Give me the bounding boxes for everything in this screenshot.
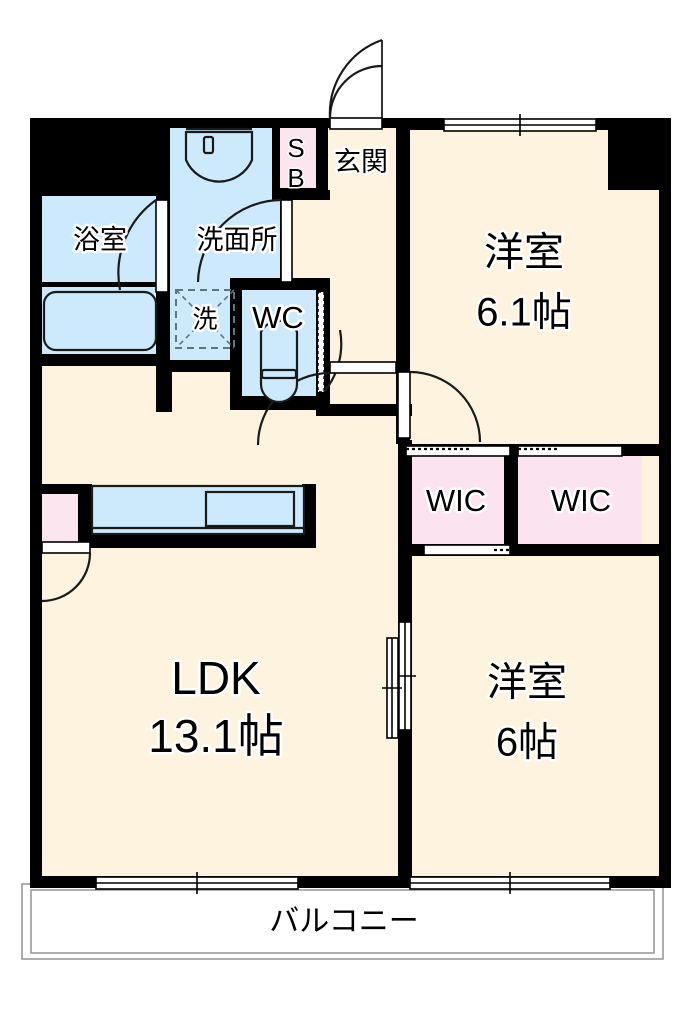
wic-right-opening [518,545,568,555]
wall-top-right-2 [596,118,671,130]
label-ldk-name: LDK [171,652,261,704]
washing-machine-space-icon [175,289,235,349]
label-ldk-area: 13.1帖 [148,710,284,762]
label-bedroom-bottom-area: 6帖 [496,721,558,765]
closet-areas [36,128,642,545]
wall-storage-top [36,484,92,494]
ldk-storage-door[interactable] [41,541,92,603]
wall-wic-middle [504,450,518,550]
bathtub-icon [42,290,158,352]
balcony-area [21,883,664,960]
wall-wc-left [230,278,242,408]
wic-left-opening[interactable] [423,544,566,556]
wall-entrance-right [382,118,400,128]
wall-entry-step [280,190,330,200]
wall-kitchen-front [78,534,316,548]
balcony-inner [30,889,655,954]
window-bedroom-bottom-left-side [394,621,416,731]
window-ldk-balcony[interactable] [95,872,299,894]
entrance-door[interactable] [328,38,383,130]
label-balcony: バルコニー [269,905,418,938]
wall-right-exterior [659,118,671,888]
label-toilet: WC [252,300,304,335]
label-bathroom: 浴室 [73,225,127,255]
wic-right-door[interactable] [517,445,623,457]
wall-bath-tub-divider [36,282,156,287]
shoebox-fill [280,128,316,190]
wall-top-washroom [170,118,280,128]
label-entrance: 玄関 [334,147,388,177]
bedroom-top-door[interactable] [397,370,482,443]
wall-top-left-block [30,118,170,196]
washbasin-icon [184,127,254,183]
room-labels: 浴室 洗面所 洗 WC S B 玄関 洋室 6.1帖 WIC WIC LDK 1… [71,131,614,938]
doors [41,198,482,603]
wall-hall-bottom-right [316,404,412,416]
wall-top-shoebox [280,118,320,128]
label-wic-right: WIC [551,483,611,518]
wall-shoebox-left [272,118,280,198]
wall-hall-right [396,118,410,444]
wic-right-fill [518,455,642,545]
label-wic-left: WIC [426,483,486,518]
label-shoebox-s: S [287,133,304,163]
wall-kitchen-right [302,484,316,544]
label-washer: 洗 [192,306,217,334]
ldk-storage-fill [36,492,84,542]
wall-hall-bottom-left [170,360,232,372]
wic-left-door[interactable] [405,445,511,457]
label-shoebox-b: B [287,163,304,193]
wall-bathroom-bottom [36,354,170,366]
window-top-bedroom [443,114,597,136]
label-bedroom-top-area: 6.1帖 [476,291,572,335]
label-bedroom-bottom-name: 洋室 [487,661,567,705]
toilet-bowl-icon [259,319,299,404]
window-ldk-right-side [382,637,402,739]
wall-shoebox-right [316,118,328,198]
wall-storage-right [78,484,92,544]
wall-entrance-left [320,118,330,128]
wall-left-exterior [30,118,42,888]
windows [95,38,611,894]
kitchen-counter-icon [90,484,306,536]
wall-wc-top [230,278,330,290]
bathroom-door[interactable] [117,199,169,293]
wall-washroom-stub [156,360,172,412]
wic-left-fill [406,455,510,545]
washroom-door[interactable] [196,198,293,283]
wic-doors [405,445,623,556]
label-bedroom-top-name: 洋室 [484,231,564,275]
window-bedroom-balcony[interactable] [409,872,611,894]
label-washroom: 洗面所 [197,225,278,255]
